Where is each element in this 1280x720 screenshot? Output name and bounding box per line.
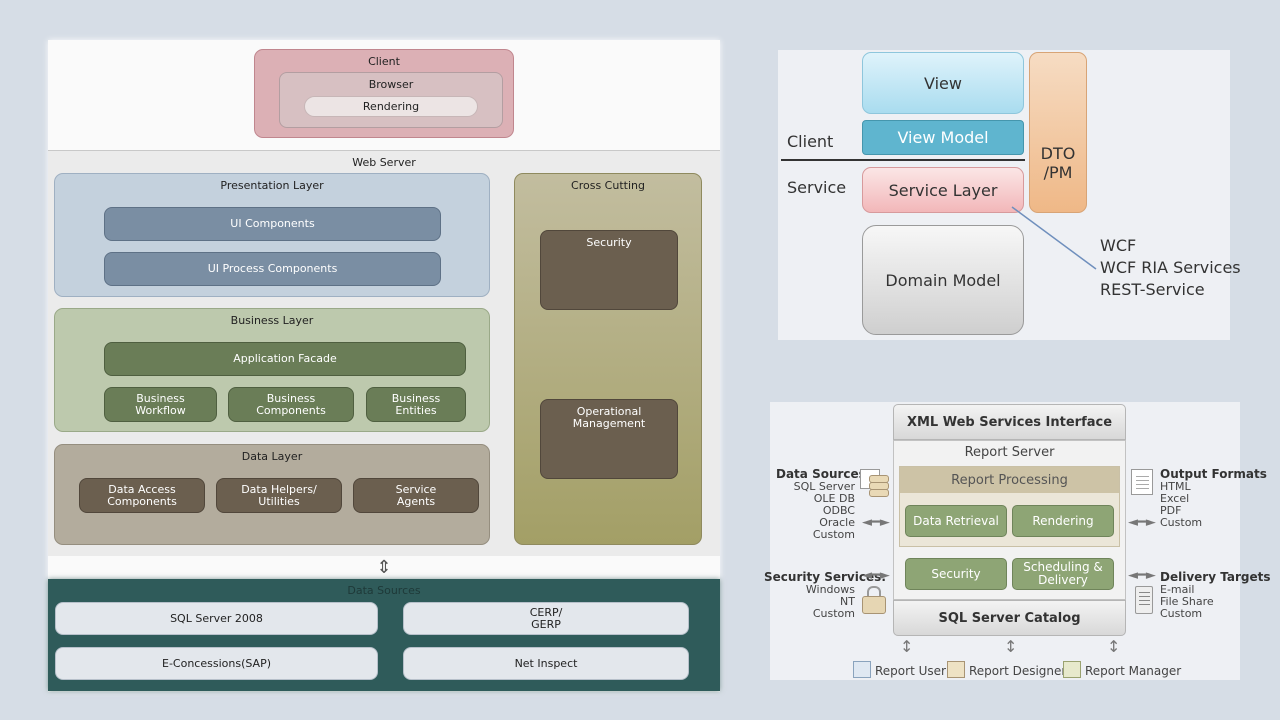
callout-text: WCF WCF RIA Services REST-Service [1100,236,1241,299]
document-icon [1131,469,1153,495]
report-user-label: Report User [875,664,946,678]
security-services-title: Security Services: [764,570,887,584]
report-designer-label: Report Designer [969,664,1067,678]
ui-process-components-box: UI Process Components [104,252,441,286]
data-helpers-box: Data Helpers/ Utilities [216,478,342,513]
delivery-targets-title: Delivery Targets [1160,570,1271,584]
business-layer: Business Layer Application Facade Busine… [54,308,490,432]
data-sources-label: Data Sources [347,584,421,597]
delivery-targets-list: E-mail File Share Custom [1160,583,1214,620]
application-facade-box: Application Facade [104,342,466,376]
report-server-label: Report Server [964,445,1055,460]
report-manager-label: Report Manager [1085,664,1182,678]
service-layer-box: Service Layer [862,167,1024,213]
service-label: Service [787,178,847,197]
presentation-layer: Presentation Layer UI Components UI Proc… [54,173,490,297]
business-workflow-box: Business Workflow [104,387,217,422]
cross-cutting-label: Cross Cutting [571,179,645,192]
database-icon [860,469,889,497]
report-designer-icon [947,661,965,678]
domain-model-box: Domain Model [862,225,1024,335]
client-box: Client Browser Rendering [254,49,514,138]
report-processing-label: Report Processing [900,467,1119,493]
browser-box: Browser Rendering [279,72,503,128]
client-service-divider [781,159,1025,161]
view-model-box: View Model [862,120,1024,155]
data-layer-label: Data Layer [241,450,303,463]
data-access-components-box: Data Access Components [79,478,205,513]
web-server-label: Web Server [352,156,416,169]
report-manager-arrow-icon: ↕ [1107,637,1121,656]
lock-icon [862,586,886,614]
client-label: Client [368,55,400,68]
xml-web-services-box: XML Web Services Interface [893,404,1126,440]
output-formats-arrow-icon: ◄━► [1128,515,1156,530]
operational-management-label: Operational Management [572,405,646,430]
security-services-arrow-icon: ◄━► [862,568,890,583]
business-layer-label: Business Layer [230,314,314,327]
security-box: Security [905,558,1007,590]
report-user-arrow-icon: ↕ [900,637,914,656]
cross-cutting-box: Cross Cutting Security Operational Manag… [514,173,702,545]
delivery-targets-arrow-icon: ◄━► [1128,568,1156,583]
rendering-box: Rendering [304,96,478,117]
scheduling-delivery-box: Scheduling & Delivery [1012,558,1114,590]
net-inspect-box: Net Inspect [403,647,689,680]
callout-line [1011,206,1097,270]
sql-server-catalog-box: SQL Server Catalog [893,600,1126,636]
cerp-gerp-box: CERP/ GERP [403,602,689,635]
double-arrow-icon: ⇕ [376,557,392,578]
ui-components-box: UI Components [104,207,441,241]
operational-management-box: Operational Management [540,399,678,479]
report-user-icon [853,661,871,678]
report-manager-icon [1063,661,1081,678]
output-formats-title: Output Formats [1160,467,1267,481]
browser-label: Browser [368,78,414,91]
service-agents-box: Service Agents [353,478,479,513]
data-sources-arrow-icon: ◄━► [862,515,890,530]
client-label: Client [787,132,834,151]
report-designer-arrow-icon: ↕ [1004,637,1018,656]
sql-server-2008-box: SQL Server 2008 [55,602,378,635]
data-layer: Data Layer Data Access Components Data H… [54,444,490,545]
business-components-box: Business Components [228,387,354,422]
data-sources-title: Data Sources: [776,467,871,481]
security-label: Security [586,236,632,249]
rendering-box: Rendering [1012,505,1114,537]
security-box: Security [540,230,678,310]
view-box: View [862,52,1024,114]
data-retrieval-box: Data Retrieval [905,505,1007,537]
data-sources-area: Data Sources SQL Server 2008 CERP/ GERP … [48,579,720,691]
presentation-layer-label: Presentation Layer [220,179,324,192]
security-services-list: Windows NT Custom [805,583,855,620]
e-concessions-box: E-Concessions(SAP) [55,647,378,680]
business-entities-box: Business Entities [366,387,466,422]
dto-pm-box: DTO /PM [1029,52,1087,213]
output-formats-list: HTML Excel PDF Custom [1160,480,1203,529]
data-sources-list: SQL Server OLE DB ODBC Oracle Custom [793,480,855,541]
server-icon [1135,586,1153,614]
